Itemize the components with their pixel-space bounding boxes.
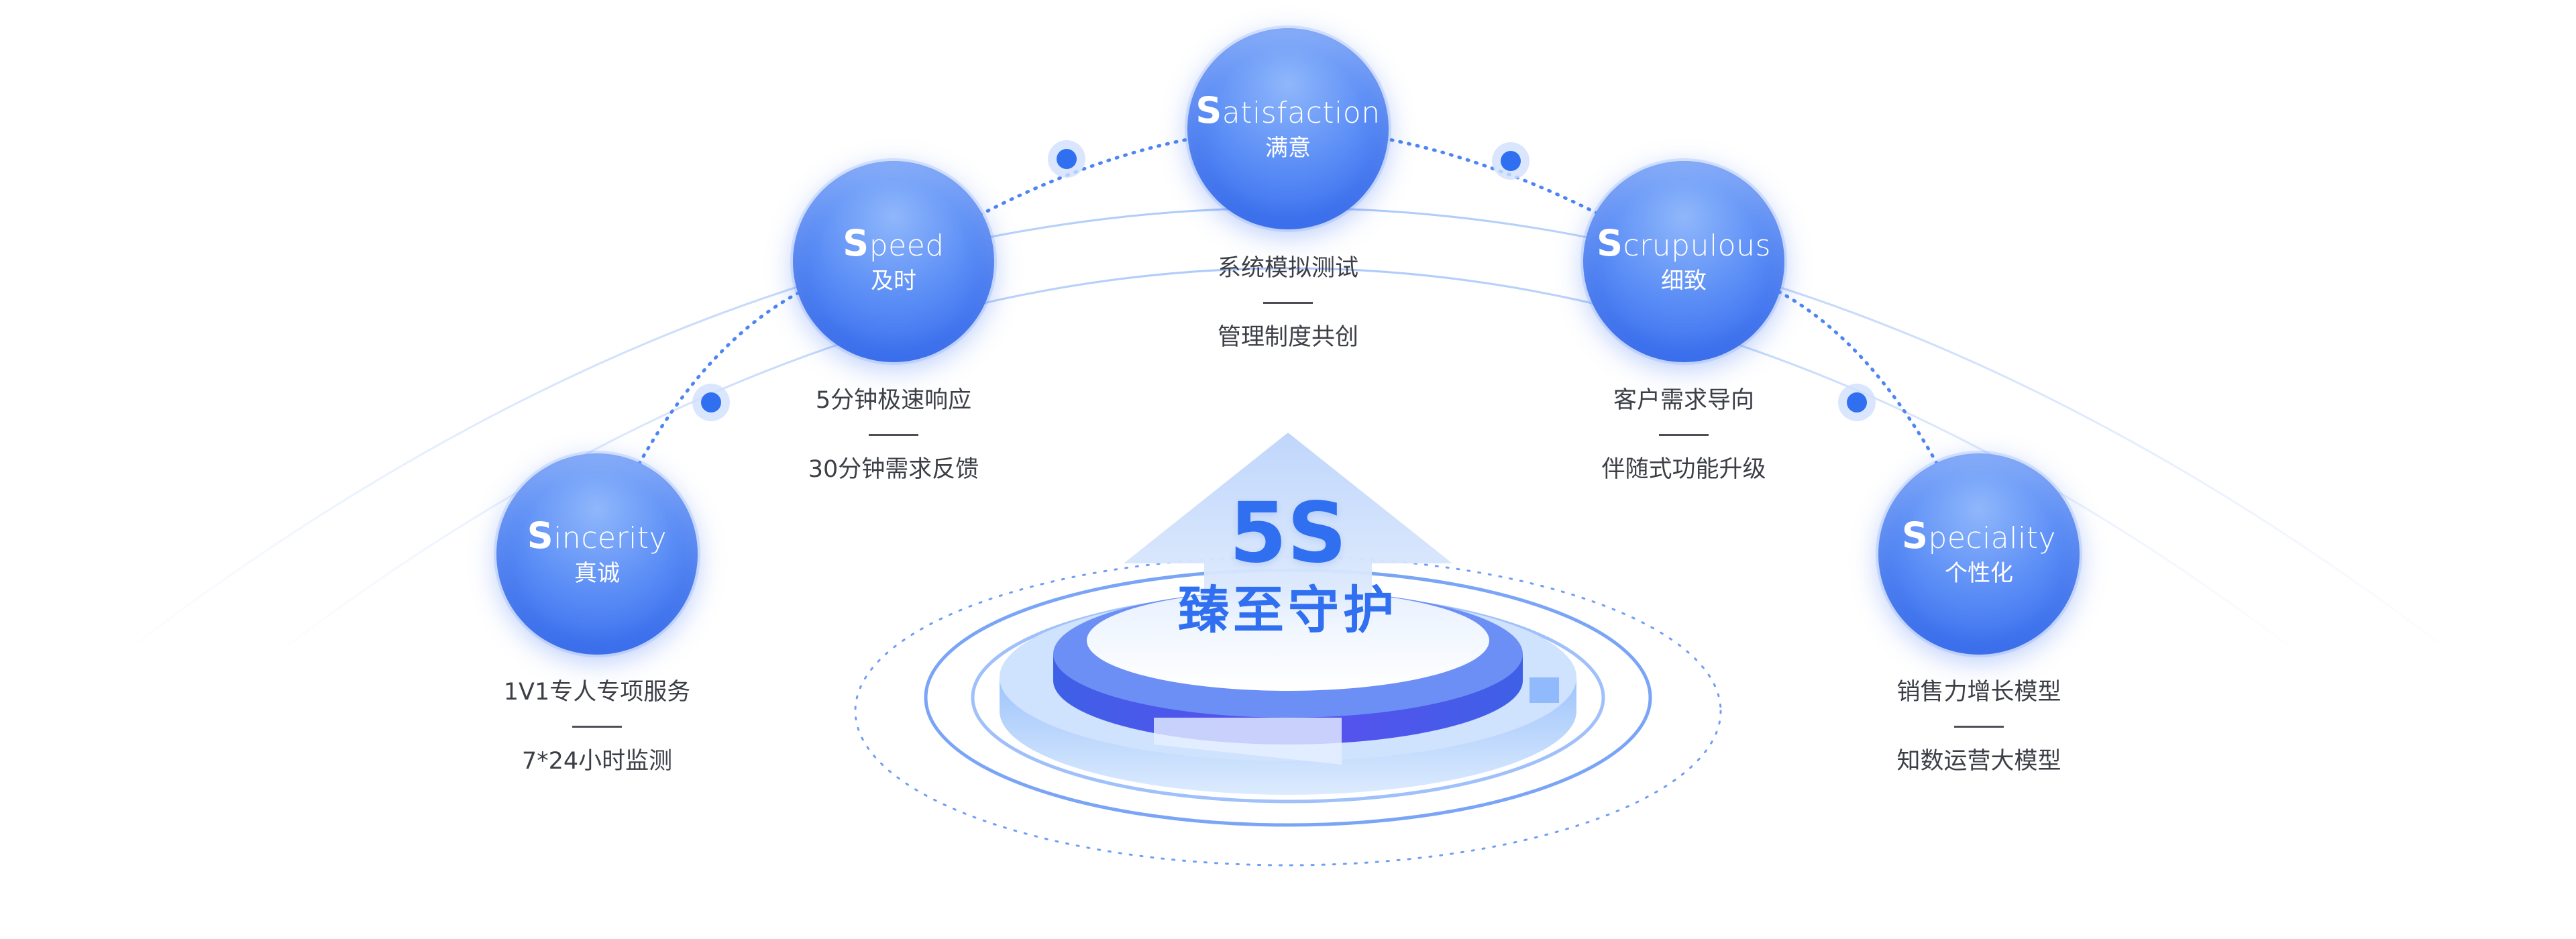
desc-line-1: 客户需求导向 (1613, 387, 1754, 414)
center-subtitle: 臻至守护 (1178, 580, 1398, 640)
desc-line-2: 30分钟需求反馈 (808, 456, 979, 483)
desc-line-1: 系统模拟测试 (1217, 255, 1358, 282)
desc-divider (1954, 726, 2004, 728)
desc-divider (1263, 302, 1313, 304)
desc-line-2: 管理制度共创 (1217, 324, 1358, 351)
node-speciality: Speciality 个性化 (1878, 453, 2080, 655)
desc-line-1: 销售力增长模型 (1896, 679, 2061, 706)
connector-dots (692, 140, 1876, 421)
node-sincerity: Sincerity 真诚 (496, 453, 698, 655)
desc-line-1: 1V1专人专项服务 (503, 679, 691, 706)
desc-line-1: 5分钟极速响应 (815, 387, 972, 414)
node-cn-label: 细致 (1661, 268, 1707, 294)
node-speciality-desc: 销售力增长模型 知数运营大模型 (1838, 677, 2120, 776)
desc-line-2: 伴随式功能升级 (1601, 456, 1766, 483)
node-title: Satisfaction (1195, 89, 1381, 131)
desc-divider (1659, 434, 1709, 436)
up-arrow (1124, 433, 1452, 657)
node-scrupulous: Scrupulous 细致 (1583, 161, 1784, 362)
desc-line-2: 知数运营大模型 (1896, 748, 2061, 775)
node-satisfaction-desc: 系统模拟测试 管理制度共创 (1147, 254, 1429, 352)
desc-line-2: 7*24小时监测 (521, 748, 673, 775)
node-title: Sincerity (527, 514, 667, 557)
desc-divider (869, 434, 918, 436)
center-title: 5S (1229, 485, 1347, 582)
node-cn-label: 及时 (871, 268, 916, 294)
node-cn-label: 真诚 (574, 560, 620, 587)
node-speed: Speed 及时 (793, 161, 994, 362)
node-title: Speciality (1901, 514, 2057, 557)
node-sincerity-desc: 1V1专人专项服务 7*24小时监测 (456, 677, 738, 776)
node-satisfaction: Satisfaction 满意 (1187, 28, 1389, 229)
node-cn-label: 满意 (1265, 135, 1311, 162)
platform (854, 555, 1722, 867)
node-speed-desc: 5分钟极速响应 30分钟需求反馈 (753, 386, 1034, 484)
node-cn-label: 个性化 (1945, 560, 2013, 587)
desc-divider (572, 726, 622, 728)
node-title: Scrupulous (1597, 222, 1771, 264)
node-title: Speed (843, 222, 945, 264)
node-scrupulous-desc: 客户需求导向 伴随式功能升级 (1543, 386, 1825, 484)
